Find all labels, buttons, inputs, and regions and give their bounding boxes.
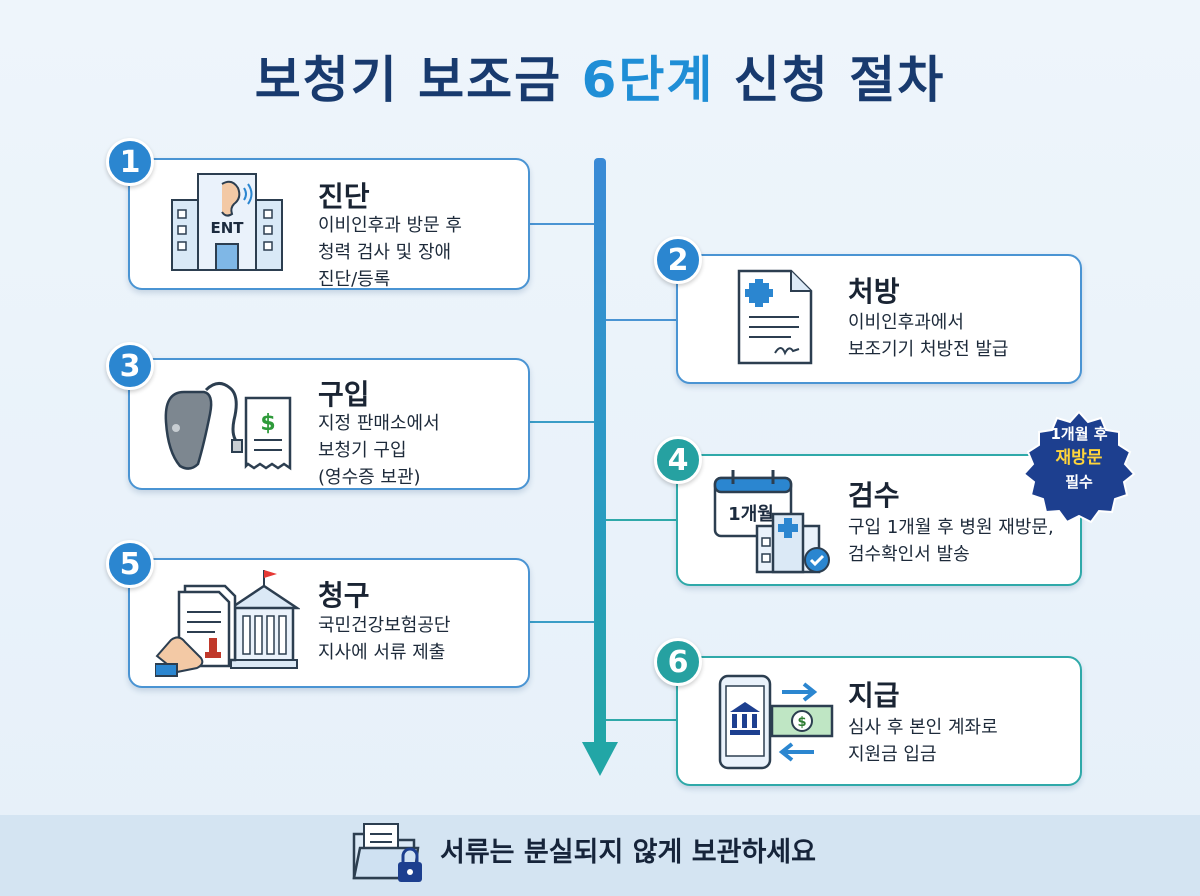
step-5-badge: 5 <box>106 540 154 588</box>
step-4-desc: 구입 1개월 후 병원 재방문, 검수확인서 발송 <box>848 517 1054 565</box>
step-5-desc: 국민건강보험공단 지사에 서류 제출 <box>318 615 451 663</box>
seal-line3: 필수 <box>1065 473 1093 491</box>
ent-label: ENT <box>210 219 244 237</box>
step-6-title: 지급 <box>848 679 900 712</box>
hospital-ent-icon: ENT <box>171 173 283 271</box>
seal-text: 1개월 후 재방문 필수 <box>1020 422 1138 494</box>
page-title: 보청기 보조금 6단계 신청 절차 <box>0 40 1200 112</box>
step-1-desc: 이비인후과 방문 후 청력 검사 및 장애 진단/등록 <box>318 215 462 290</box>
step-1-title: 진단 <box>318 180 370 213</box>
revisit-seal-badge <box>1022 410 1136 524</box>
footer-bar <box>0 815 1200 896</box>
title-suffix: 신청 절차 <box>714 51 946 109</box>
step-1-badge: 1 <box>106 138 154 186</box>
step-6-badge: 6 <box>654 638 702 686</box>
prescription-icon <box>737 269 813 365</box>
step-5-title: 청구 <box>318 579 370 612</box>
title-prefix: 보청기 보조금 <box>254 51 582 109</box>
seal-line1: 1개월 후 <box>1050 425 1108 443</box>
hearing-aid-receipt-icon: $ <box>164 382 292 471</box>
step-3-desc: 지정 판매소에서 보청기 구입 (영수증 보관) <box>318 413 440 488</box>
step-3-badge: 3 <box>106 342 154 390</box>
step-4-badge: 4 <box>654 436 702 484</box>
receipt-dollar: $ <box>260 411 275 436</box>
footer-text: 서류는 분실되지 않게 보관하세요 <box>440 837 816 868</box>
seal-line2: 재방문 <box>1055 448 1103 468</box>
step-6-desc: 심사 후 본인 계좌로 지원금 입금 <box>848 717 998 765</box>
step-3-title: 구입 <box>318 378 370 411</box>
step-3-card <box>128 358 530 490</box>
step-2-title: 처방 <box>848 275 900 308</box>
step-2-desc: 이비인후과에서 보조기기 처방전 발급 <box>848 312 1009 360</box>
step-2-badge: 2 <box>654 236 702 284</box>
calendar-hospital-check-icon: 1개월 <box>713 470 830 574</box>
documents-building-icon <box>155 570 300 677</box>
title-highlight: 6단계 <box>581 51 715 109</box>
phone-bank-money-icon: $ <box>718 674 834 770</box>
calendar-label: 1개월 <box>728 504 774 525</box>
svg-text:$: $ <box>797 715 806 730</box>
folder-lock-icon <box>352 823 422 882</box>
step-4-title: 검수 <box>848 479 900 512</box>
